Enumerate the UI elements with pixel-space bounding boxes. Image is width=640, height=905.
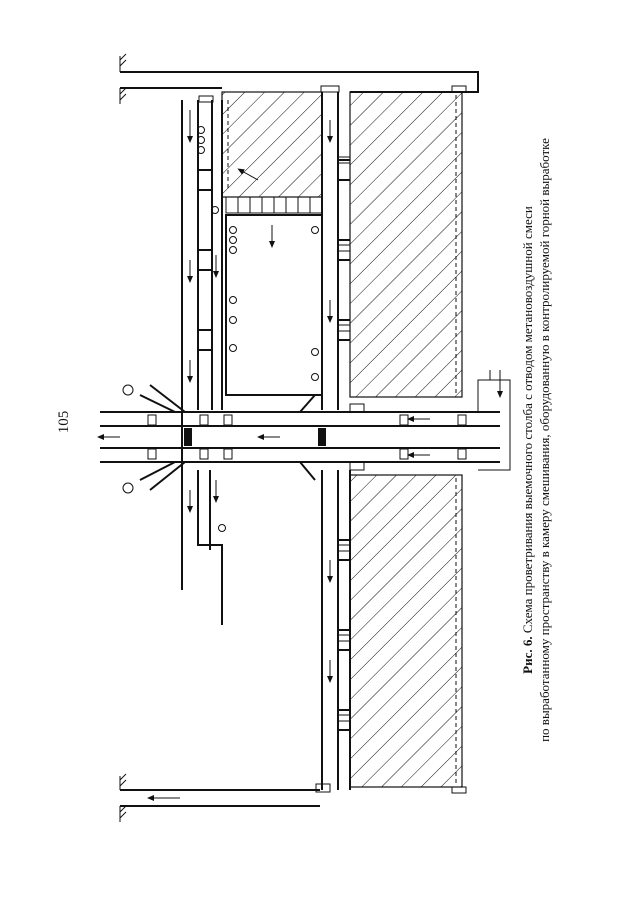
- right-roadway: [321, 92, 351, 790]
- caption-label: Рис. 6.: [520, 636, 535, 674]
- fan-branch-bottom: [139, 461, 186, 491]
- panel-connector: [299, 394, 316, 481]
- top-drift: [190, 71, 479, 93]
- caption-text-1: Схема проветривания выемочного столба с …: [520, 206, 535, 637]
- inner-roadway: [211, 100, 223, 410]
- crosscut-right-duct: [477, 370, 511, 471]
- airflow-arrow-icon: [97, 110, 503, 801]
- caption-line-1: Рис. 6. Схема проветривания выемочного с…: [520, 100, 537, 780]
- fan-icon: [122, 384, 326, 494]
- figure-caption: Рис. 6. Схема проветривания выемочного с…: [520, 100, 580, 780]
- longwall-panel-box: [225, 214, 323, 396]
- cross-passages: [198, 159, 350, 731]
- left-drift: [181, 100, 199, 590]
- face-supports: [225, 196, 323, 214]
- caption-line-2: по выработанному пространству в камеру с…: [536, 138, 552, 742]
- ground-hatch-bottom: [119, 773, 320, 822]
- goaf-area-small: [221, 91, 323, 198]
- left-drift-lower: [197, 470, 223, 625]
- goaf-area-upper: [349, 91, 463, 398]
- fan-branch-top: [139, 384, 186, 413]
- gas-sensor-icon: [197, 126, 319, 532]
- goaf-area-lower: [349, 474, 463, 788]
- ground-hatch-top: [119, 53, 190, 104]
- main-crosscut: [100, 411, 500, 463]
